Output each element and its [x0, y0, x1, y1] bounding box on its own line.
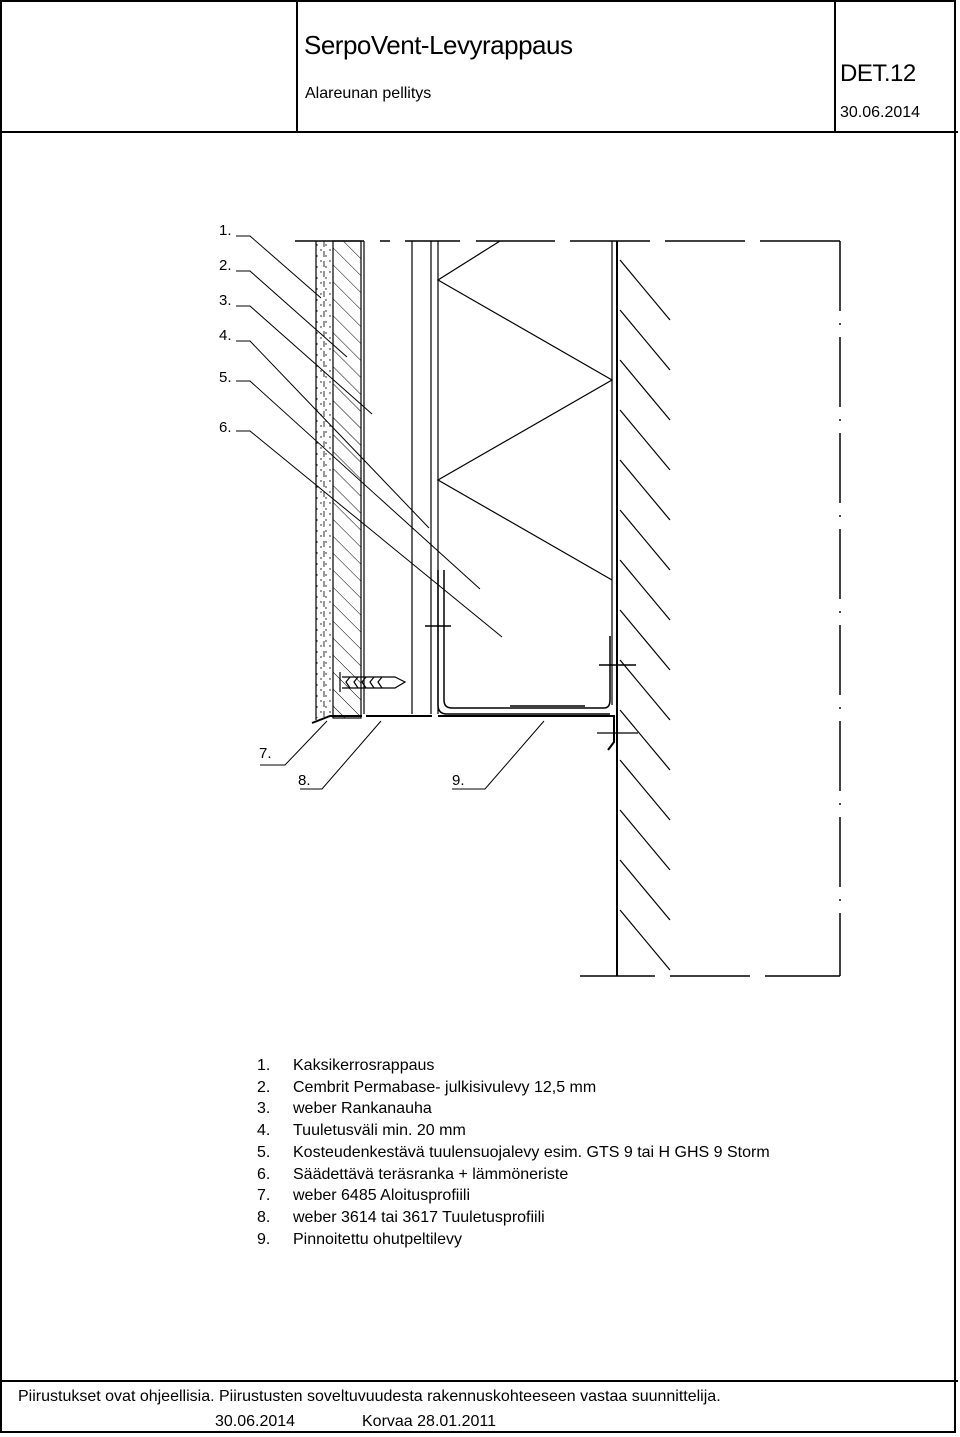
legend-text: Säädettävä teräsranka + lämmöneriste [293, 1165, 569, 1183]
legend-text: Kaksikerrosrappaus [293, 1057, 435, 1074]
legend-number: 7. [257, 1187, 271, 1205]
callout-5: 5. [219, 369, 232, 386]
legend: 1. Kaksikerrosrappaus 2. Cembrit Permabase… [257, 1055, 770, 1250]
legend-item: 1. Kaksikerrosrappaus [257, 1055, 770, 1077]
disclaimer-note: Piirustukset ovat ohjeellisia. Piirustus… [18, 1388, 721, 1405]
legend-text: weber 6485 Aloitusprofiili [293, 1187, 470, 1205]
legend-number: 5. [257, 1143, 271, 1161]
legend-number: 4. [257, 1122, 271, 1140]
drawing-title: SerpoVent-Levyrappaus [304, 30, 573, 60]
legend-text: weber 3614 tai 3617 Tuuletusprofiili [293, 1208, 545, 1226]
legend-item: 5. Kosteudenkestävä tuulensuojalevy esim.… [257, 1142, 770, 1164]
legend-number: 8. [257, 1208, 271, 1226]
title-block [2, 2, 958, 133]
render-layer [316, 241, 332, 718]
legend-item: 4. Tuuletusväli min. 20 mm [257, 1120, 770, 1142]
legend-text: Cembrit Permabase- julkisivulevy 12,5 mm [293, 1078, 597, 1096]
leader-lines [236, 235, 545, 790]
detail-code: DET.12 [840, 60, 916, 87]
legend-text: Pinnoitettu ohutpeltilevy [293, 1230, 462, 1248]
callout-9: 9. [452, 772, 465, 789]
callout-4: 4. [219, 327, 232, 344]
callout-6: 6. [219, 419, 232, 436]
legend-number: 1. [257, 1057, 271, 1074]
legend-text: Kosteudenkestävä tuulensuojalevy esim. G… [293, 1143, 770, 1161]
callout-2: 2. [219, 257, 232, 274]
permabase-board [332, 240, 362, 719]
title-block-divider [834, 2, 836, 131]
legend-item: 3. weber Rankanauha [257, 1098, 770, 1120]
title-block-logo-cell [2, 2, 298, 131]
footer-date: 30.06.2014 [215, 1413, 296, 1430]
legend-item: 6. Säädettävä teräsranka + lämmöneriste [257, 1164, 770, 1186]
legend-item: 2. Cembrit Permabase- julkisivulevy 12,5 … [257, 1077, 770, 1099]
callout-1: 1. [219, 222, 232, 239]
legend-number: 2. [257, 1078, 271, 1096]
detail-date: 30.06.2014 [840, 104, 921, 121]
legend-text: weber Rankanauha [293, 1100, 432, 1118]
steel-profile [425, 570, 636, 715]
legend-number: 3. [257, 1100, 271, 1118]
legend-item: 7. weber 6485 Aloitusprofiili [257, 1185, 770, 1207]
legend-item: 8. weber 3614 tai 3617 Tuuletusprofiili [257, 1207, 770, 1229]
legend-item: 9. Pinnoitettu ohutpeltilevy [257, 1229, 770, 1251]
callout-7: 7. [259, 745, 272, 762]
legend-text: Tuuletusväli min. 20 mm [293, 1122, 466, 1140]
screw [339, 672, 407, 692]
bottom-profiles [311, 715, 638, 751]
insulation-zone [436, 240, 614, 714]
callout-8: 8. [298, 772, 311, 789]
legend-number: 6. [257, 1165, 271, 1183]
callout-3: 3. [219, 292, 232, 309]
drawing-subtitle: Alareunan pellitys [305, 85, 432, 102]
concrete-wall [580, 241, 841, 977]
legend-number: 9. [257, 1230, 271, 1248]
footer-block [2, 1380, 958, 1435]
replaces-date: Korvaa 28.01.2011 [362, 1413, 497, 1430]
